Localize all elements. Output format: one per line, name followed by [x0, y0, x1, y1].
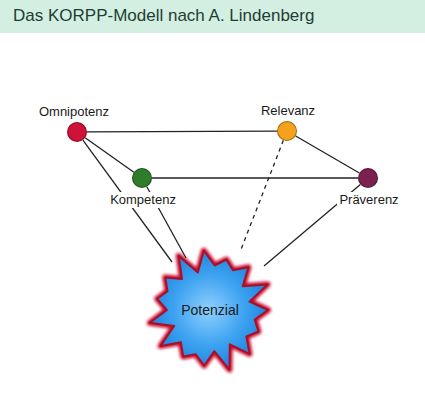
connector-line	[240, 140, 283, 252]
concept-label: Relevanz	[259, 103, 317, 119]
diagram-title: Das KORPP-Modell nach A. Lindenberg	[13, 6, 314, 26]
concept-label: Omnipotenz	[37, 104, 111, 120]
concept-dot: Omnipotenz	[67, 122, 87, 142]
burst-label: Potenzial	[140, 240, 280, 380]
connector-line	[152, 177, 358, 178]
connector-line	[296, 136, 360, 173]
concept-dot: Präverenz	[358, 168, 378, 188]
concept-label: Präverenz	[337, 192, 400, 208]
connector-line	[85, 138, 134, 172]
concept-dot: Kompetenz	[132, 168, 152, 188]
concept-label: Kompetenz	[108, 192, 178, 208]
potential-burst: Potenzial	[140, 240, 280, 380]
concept-dot: Relevanz	[277, 121, 297, 141]
connector-line	[87, 130, 277, 132]
